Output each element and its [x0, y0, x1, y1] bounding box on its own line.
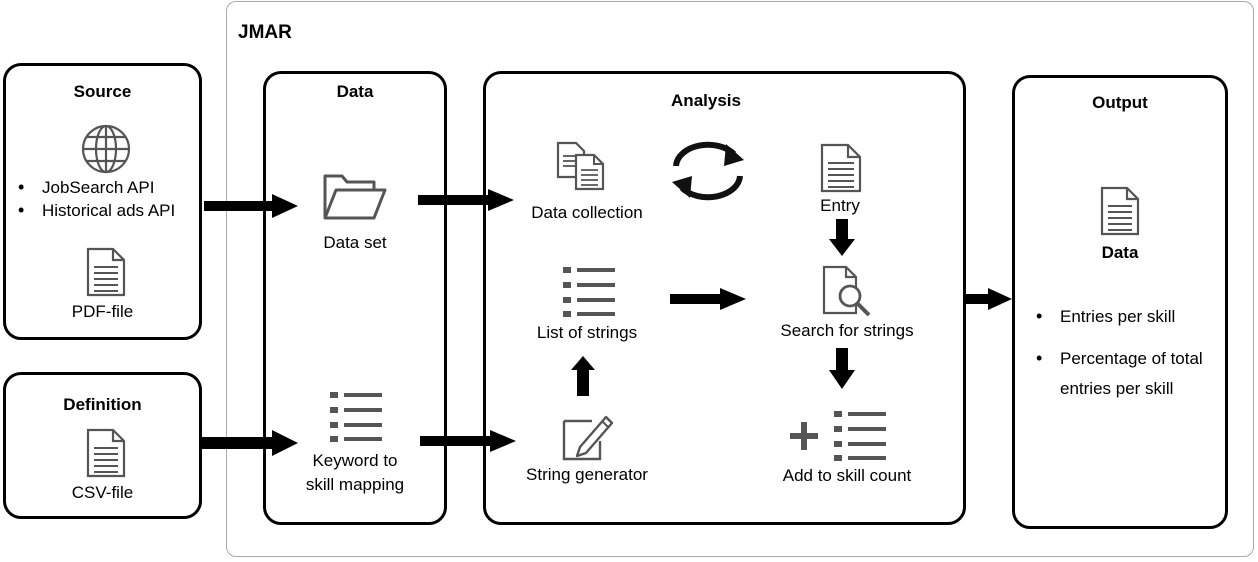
source-api-historical: Historical ads API: [14, 200, 175, 221]
output-data-label: Data: [1101, 243, 1139, 262]
analysis-title: Analysis: [671, 91, 741, 110]
edit-icon: [562, 415, 614, 461]
output-item-entries: Entries per skill: [1032, 306, 1203, 327]
arrow-definition-to-mapping: [202, 430, 298, 456]
output-item-percentage: Percentage of total: [1032, 348, 1203, 369]
search-document-icon: [822, 265, 871, 317]
jmar-title: JMAR: [238, 22, 292, 43]
arrow-search-to-count: [829, 348, 855, 389]
add-to-skill-count-label: Add to skill count: [782, 466, 912, 485]
entry-label: Entry: [820, 196, 860, 215]
jmar-container: [226, 1, 1254, 557]
entry-document-icon: [820, 143, 862, 193]
list-of-strings-icon: [563, 267, 615, 317]
pdf-document-icon: [86, 247, 126, 297]
cycle-icon: [672, 141, 744, 201]
output-item-percentage-line2: entries per skill: [1060, 379, 1174, 398]
arrow-analysis-to-output: [964, 288, 1012, 310]
source-title: Source: [73, 82, 132, 101]
definition-title: Definition: [63, 395, 142, 414]
arrow-source-to-dataset: [204, 194, 298, 218]
output-title: Output: [1092, 93, 1148, 112]
documents-icon: [556, 141, 605, 191]
string-generator-label: String generator: [526, 465, 648, 484]
arrow-entry-to-search: [829, 219, 855, 256]
plus-list-icon: [790, 411, 886, 461]
arrow-generator-to-list: [571, 356, 595, 396]
source-api-jobsearch: JobSearch API: [14, 177, 175, 198]
data-box: [263, 71, 447, 525]
csv-document-icon: [86, 428, 126, 478]
mapping-list-icon: [330, 392, 382, 442]
mapping-label-line1: Keyword to: [312, 451, 398, 470]
data-collection-label: Data collection: [531, 203, 643, 222]
data-title: Data: [336, 82, 374, 101]
pdf-file-label: PDF-file: [71, 302, 134, 321]
search-for-strings-label: Search for strings: [780, 321, 914, 340]
source-api-list: JobSearch API Historical ads API: [14, 177, 175, 221]
list-of-strings-label: List of strings: [536, 323, 638, 342]
csv-file-label: CSV-file: [71, 483, 134, 502]
output-box: [1012, 75, 1228, 529]
output-list: Entries per skill Percentage of total: [1032, 306, 1203, 369]
folder-icon: [323, 174, 387, 220]
arrow-mapping-to-generator: [420, 430, 516, 452]
mapping-label-line2: skill mapping: [305, 475, 405, 494]
arrow-list-to-search: [670, 288, 746, 310]
dataset-label: Data set: [323, 233, 387, 252]
arrow-dataset-to-collection: [418, 189, 514, 211]
globe-icon: [81, 124, 131, 174]
output-document-icon: [1100, 186, 1140, 236]
